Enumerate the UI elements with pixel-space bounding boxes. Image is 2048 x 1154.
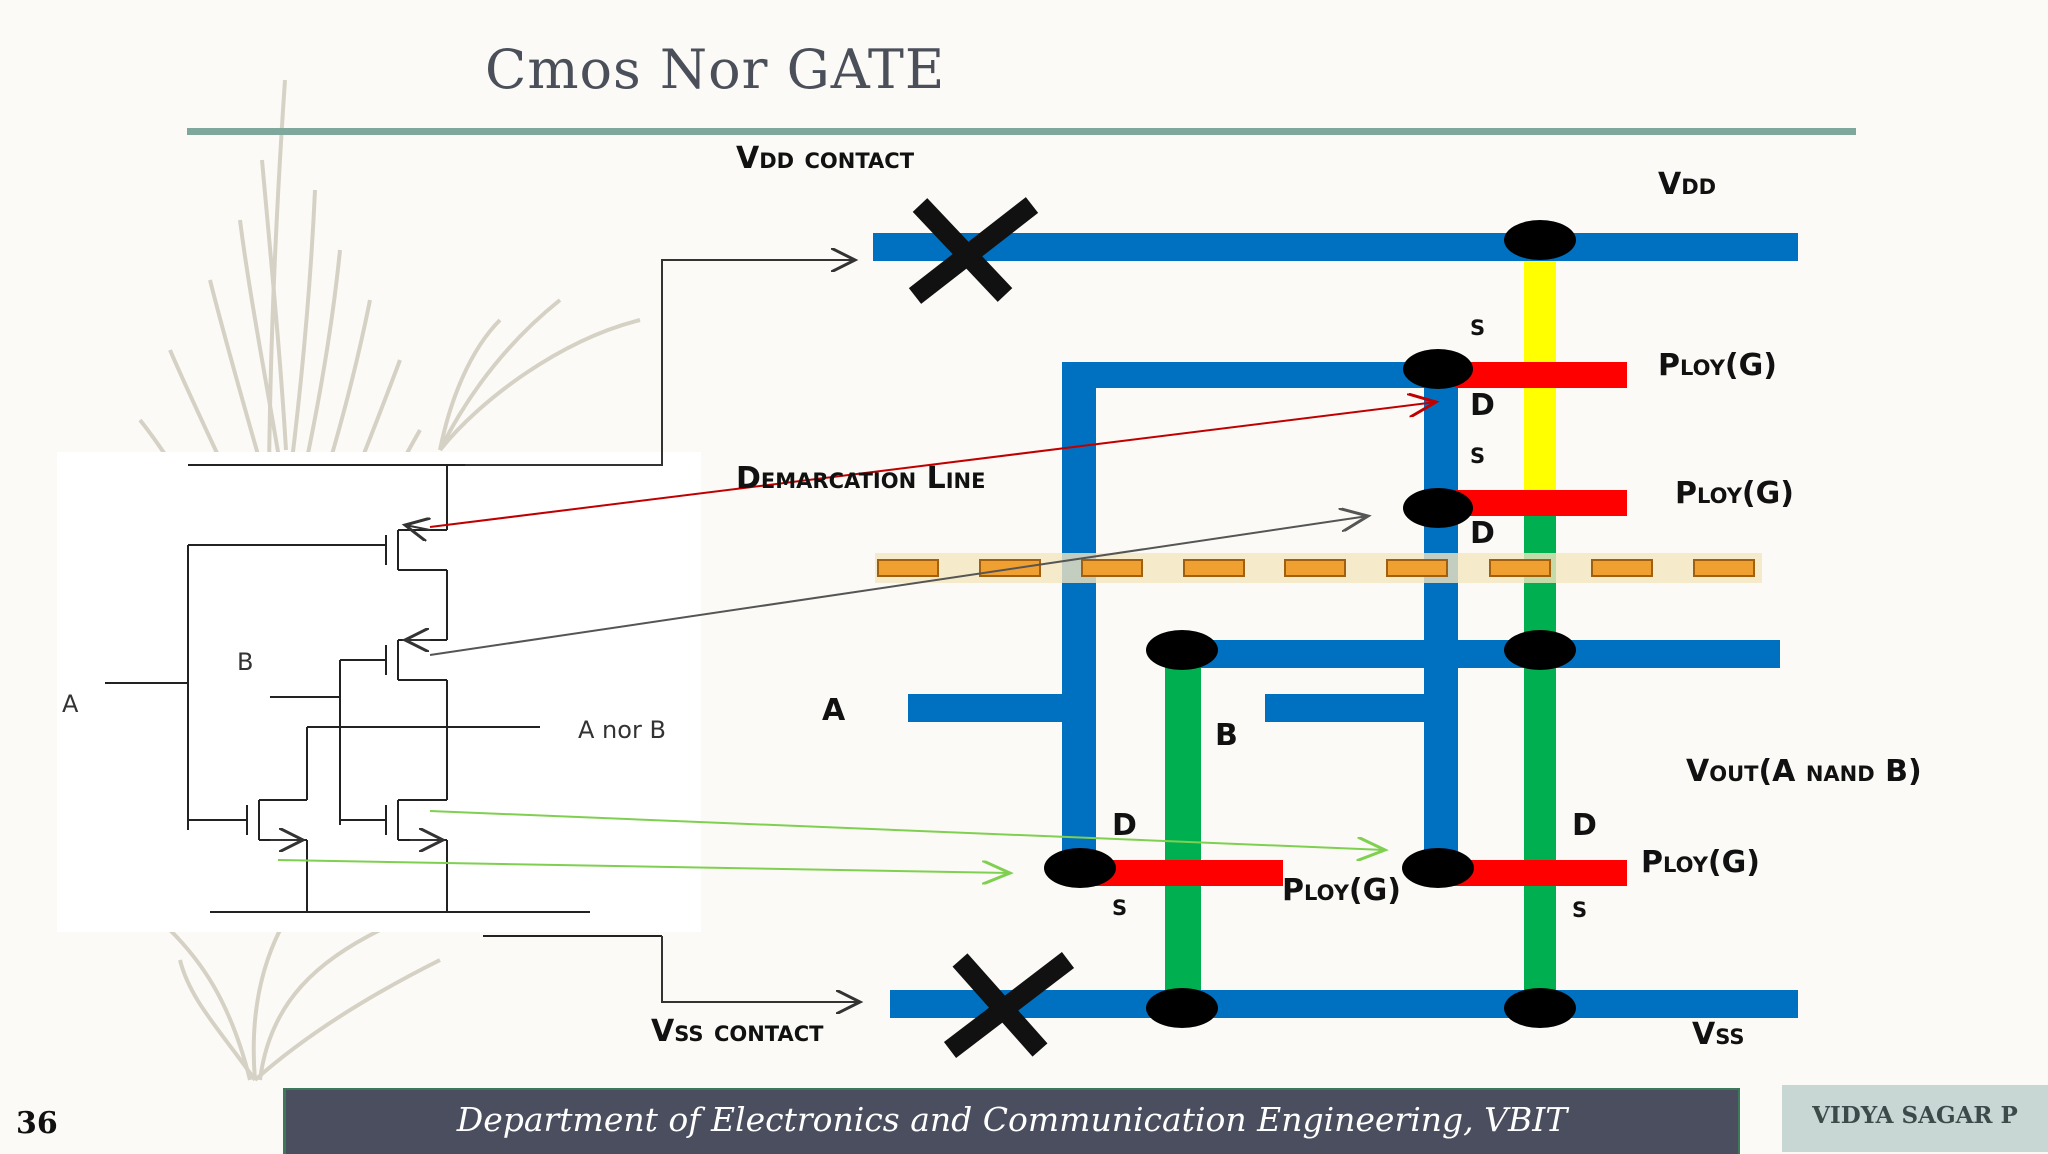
footer-bar: Department of Electronics and Communicat…	[283, 1088, 1740, 1154]
poly-gate-label-2: Ploy(G)	[1675, 476, 1794, 511]
source-label-3: s	[1112, 888, 1128, 923]
author-box: VIDYA SAGAR P	[1782, 1085, 2048, 1152]
nor-schematic	[105, 464, 662, 937]
schematic-input-a: A	[62, 690, 79, 718]
vss-label: Vss	[1692, 1017, 1745, 1052]
input-a-label: A	[822, 693, 846, 728]
title-divider	[187, 128, 1856, 135]
drain-label-4: D	[1572, 808, 1597, 843]
source-label-2: s	[1470, 436, 1486, 471]
poly-gate-label-4: Ploy(G)	[1641, 845, 1760, 880]
vdd-label: Vdd	[1658, 167, 1717, 202]
author-name: VIDYA SAGAR P	[1812, 1102, 2018, 1129]
schematic-panel	[57, 452, 701, 932]
source-label-1: s	[1470, 308, 1486, 343]
schematic-input-b: B	[237, 648, 254, 676]
poly-gate-label-3: Ploy(G)	[1282, 873, 1401, 908]
page-number: 36	[16, 1106, 58, 1141]
input-b-label: B	[1215, 718, 1238, 753]
vdd-contact-label: Vdd contact	[736, 141, 915, 176]
slide-title: Cmos Nor GATE	[485, 38, 946, 101]
demarcation-line-label: Demarcation Line	[736, 461, 986, 496]
vss-contact-label: Vss contact	[651, 1014, 824, 1049]
vout-label: Vout(A nand B)	[1686, 754, 1922, 789]
poly-gate-label-1: Ploy(G)	[1658, 348, 1777, 383]
schematic-output: A nor B	[578, 716, 666, 744]
drain-label-3: D	[1112, 808, 1137, 843]
department-text: Department of Electronics and Communicat…	[456, 1100, 1568, 1139]
drain-label-2: D	[1470, 516, 1495, 551]
source-label-4: s	[1572, 890, 1588, 925]
drain-label-1: D	[1470, 388, 1495, 423]
